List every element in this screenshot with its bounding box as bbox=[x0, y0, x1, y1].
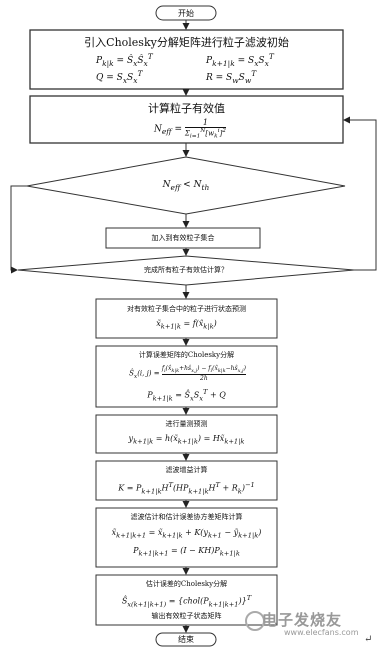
gain-title: 滤波增益计算 bbox=[165, 466, 208, 474]
final-title: 估计误差的Cholesky分解 bbox=[145, 580, 228, 588]
end-label: 结束 bbox=[178, 635, 194, 644]
cholesky-eq-s: Ŝx(i, j) = fi(x̂k|k+hŝx,j) − fi(x̂k|k−hŝ… bbox=[129, 365, 246, 383]
end-terminal bbox=[155, 632, 217, 647]
bypass-arrow bbox=[10, 185, 27, 274]
loop-back-arrow bbox=[343, 116, 377, 271]
measure-equation: yk+1|k = h(x̃k+1|k) = Hx̃k+1|k bbox=[128, 434, 245, 446]
init-eq-q: Q = SxSxT bbox=[96, 69, 143, 85]
add-label: 加入到有效粒子集合 bbox=[151, 234, 215, 242]
gain-equation: K = Pk+1|kHT(HPk+1|kHT + Rk)−1 bbox=[118, 481, 255, 496]
watermark-brand: 电子发烧友 bbox=[262, 611, 343, 629]
cholesky-eq-p: Pk+1|k = ŜxSxT + Q bbox=[147, 388, 226, 403]
watermark: 电子发烧友 www.elecfans.com bbox=[262, 609, 359, 637]
init-eq-pk1k: Pk+1|k = SxSxT bbox=[206, 52, 274, 68]
cholesky-title: 计算误差矩阵的Cholesky分解 bbox=[138, 351, 235, 359]
watermark-site: www.elecfans.com bbox=[284, 628, 359, 637]
add-box bbox=[105, 227, 261, 249]
measure-title: 进行量测预测 bbox=[165, 420, 208, 428]
init-title: 引入Cholesky分解矩阵进行粒子滤波初始 bbox=[84, 36, 289, 49]
update-eq-x: x̃k+1|k+1 = x̃k+1|k + K(yk+1 − ỹk+1|k) bbox=[111, 528, 262, 540]
return-mark-icon: ↵ bbox=[364, 634, 373, 645]
update-eq-p: Pk+1|k+1 = (I − KH)Pk+1|k bbox=[133, 546, 240, 558]
decision-neff-label: Neff < Nth bbox=[162, 180, 210, 192]
init-eq-r: R = SwSwT bbox=[206, 69, 257, 85]
decision-complete-label: 完成所有粒子有效估计算？ bbox=[144, 266, 228, 274]
final-output: 输出有效粒子状态矩阵 bbox=[151, 612, 222, 620]
predict-title: 对有效粒子集合中的粒子进行状态预测 bbox=[127, 305, 246, 313]
watermark-logo-icon bbox=[245, 611, 265, 631]
init-eq-pkk: Pk|k = ŜxŜxT bbox=[96, 52, 153, 68]
update-title: 滤波估计和估计误差协方差矩阵计算 bbox=[130, 513, 243, 521]
predict-equation: x̃k+1|k = f(x̂k|k) bbox=[156, 319, 217, 331]
final-equation: Ŝx(k+1|k+1) = {chol(Pk+1|k+1)}T bbox=[121, 594, 252, 609]
neff-title: 计算粒子有效值 bbox=[148, 102, 225, 115]
start-label: 开始 bbox=[178, 9, 194, 18]
